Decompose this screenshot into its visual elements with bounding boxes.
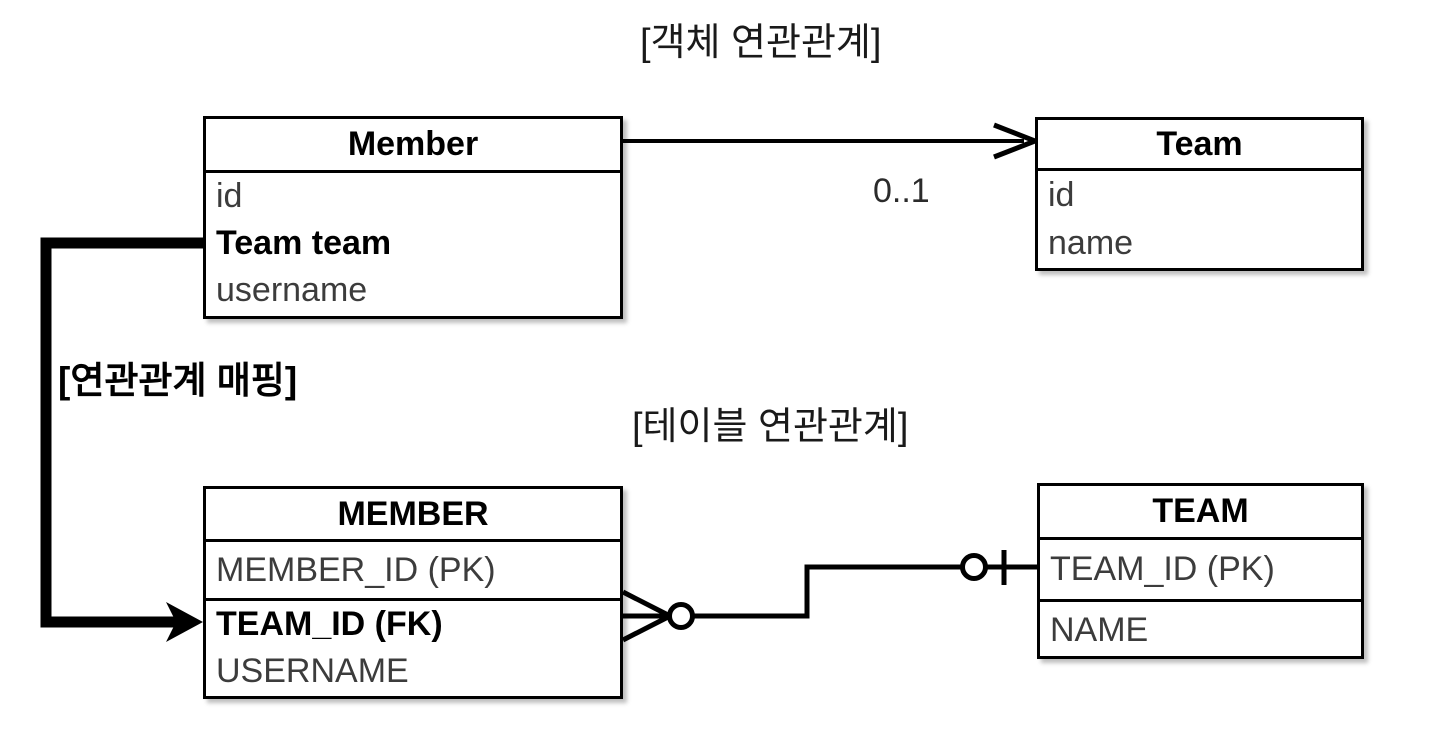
zero-or-one-icon — [960, 550, 1037, 585]
column-row: MEMBER_ID (PK) — [216, 550, 496, 589]
table-box-member-title: MEMBER — [206, 489, 620, 542]
zero-circle-icon — [960, 553, 988, 581]
table-box-team[interactable]: TEAM TEAM_ID (PK) NAME — [1037, 483, 1364, 659]
field-row: name — [1048, 223, 1134, 262]
class-box-member-title: Member — [206, 119, 620, 173]
mapping-arrow-thick — [40, 237, 203, 642]
table-box-member[interactable]: MEMBER MEMBER_ID (PK) TEAM_ID (FK) USERN… — [203, 486, 623, 699]
field-row: id — [216, 177, 243, 215]
association-arrow-member-team — [622, 122, 1042, 160]
class-box-team[interactable]: Team id name — [1035, 117, 1364, 271]
class-box-team-title: Team — [1038, 120, 1361, 171]
column-row: TEAM_ID (FK) — [206, 598, 620, 647]
class-box-team-fields: id name — [1038, 171, 1361, 267]
field-row: username — [216, 271, 368, 309]
class-box-member-fields: id Team team username — [206, 173, 620, 314]
zero-circle-icon — [667, 602, 695, 630]
mapping-arrow-path — [40, 237, 203, 628]
field-row: Team team — [216, 224, 392, 262]
caption-object-association: [객체 연관관계] — [640, 22, 882, 64]
relationship-member-team-tables — [621, 550, 1037, 643]
open-arrowhead-icon — [993, 122, 1042, 160]
caption-table-association: [테이블 연관관계] — [632, 406, 909, 448]
column-row: USERNAME — [216, 652, 409, 690]
column-row: TEAM_ID (PK) — [1050, 550, 1275, 588]
relationship-line — [692, 564, 963, 619]
column-row: NAME — [1040, 599, 1361, 658]
table-box-team-title: TEAM — [1040, 486, 1361, 540]
caption-association-mapping: [연관관계 매핑] — [58, 360, 298, 401]
table-box-member-columns: MEMBER_ID (PK) TEAM_ID (FK) USERNAME — [206, 542, 620, 696]
multiplicity-label: 0..1 — [873, 172, 930, 210]
field-row: id — [1048, 175, 1075, 214]
class-box-member[interactable]: Member id Team team username — [203, 116, 623, 319]
table-box-team-columns: TEAM_ID (PK) NAME — [1040, 540, 1361, 658]
mapping-arrow-head-icon — [166, 602, 203, 642]
crowsfoot-zero-or-many-icon — [621, 589, 695, 643]
